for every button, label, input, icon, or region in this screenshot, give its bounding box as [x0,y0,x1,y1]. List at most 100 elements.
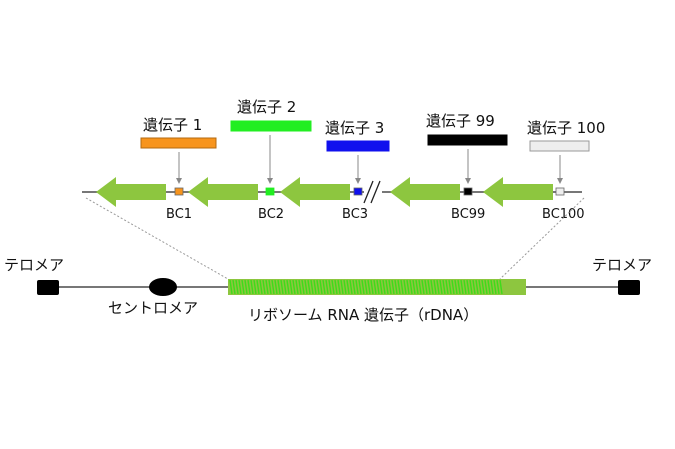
centromere-label: セントロメア [108,299,198,317]
rdna-stripe [256,279,260,295]
rdna-stripe [352,279,356,295]
rdna-stripe [391,279,395,295]
pointer-arrowhead [557,178,563,184]
rdna-stripe [307,279,311,295]
rdna-stripe [430,279,434,295]
rdna-stripe [394,279,398,295]
rdna-stripe [265,279,269,295]
rdna-stripe [355,279,359,295]
rdna-stripe [400,279,404,295]
rdna-stripe [235,279,239,295]
rdna-stripe [334,279,338,295]
barcode-label: BC99 [451,207,485,222]
rdna-stripe [286,279,290,295]
rdna-stripe [340,279,344,295]
rdna-stripe [316,279,320,295]
rdna-block [228,279,526,295]
rdna-stripe [298,279,302,295]
rdna-stripe [379,279,383,295]
rdna-stripe [475,279,479,295]
rdna-stripe [484,279,488,295]
rdna-repeat-arrow [280,177,350,207]
rdna-stripe [370,279,374,295]
telomere-right-label: テロメア [592,256,652,274]
rdna-repeat-arrow [483,177,553,207]
rdna-stripe [268,279,272,295]
rdna-stripe [346,279,350,295]
rdna-stripe [478,279,482,295]
barcode-marker [463,187,473,196]
rdna-stripe [292,279,296,295]
pointer-arrowhead [355,178,361,184]
barcode-marker [353,187,363,196]
zoom-guide-right [499,197,585,280]
rdna-stripe [244,279,248,295]
rdna-repeat-arrow [96,177,166,207]
rdna-stripe [439,279,443,295]
rdna-stripe [373,279,377,295]
rdna-stripe [358,279,362,295]
rdna-stripe [442,279,446,295]
rdna-stripe [319,279,323,295]
rdna-repeat-arrow [390,177,460,207]
rdna-stripe [262,279,266,295]
rdna-stripe [238,279,242,295]
rdna-stripe [253,279,257,295]
rdna-stripe [313,279,317,295]
rdna-stripe [283,279,287,295]
barcode-label: BC3 [342,207,368,222]
zoom-guide-left [85,197,229,280]
rdna-stripe [472,279,476,295]
gene-label: 遺伝子 3 [325,119,384,137]
rdna-stripe [277,279,281,295]
rdna-stripe [466,279,470,295]
rdna-repeat-arrow [188,177,258,207]
rdna-stripe [427,279,431,295]
barcode-marker [265,187,275,196]
rdna-stripe [448,279,452,295]
gene-label: 遺伝子 100 [527,119,605,137]
rdna-stripe [376,279,380,295]
rdna-stripe [247,279,251,295]
rdna-stripe [403,279,407,295]
rdna-stripe [364,279,368,295]
rdna-stripe [469,279,473,295]
rdna-stripe [460,279,464,295]
barcode-label: BC1 [166,207,192,222]
gene-label: 遺伝子 1 [143,116,202,134]
gene-color-box [326,140,390,152]
rdna-stripe [451,279,455,295]
rdna-stripe [328,279,332,295]
telomere-left [37,280,59,295]
barcode-label: BC2 [258,207,284,222]
rdna-stripe [487,279,491,295]
rdna-stripe [397,279,401,295]
rdna-stripe [322,279,326,295]
rdna-stripe [274,279,278,295]
rdna-stripe [457,279,461,295]
rdna-stripe [490,279,494,295]
rdna-stripe [496,279,500,295]
gene-color-box [529,140,590,152]
rdna-stripe [259,279,263,295]
rdna-stripe [367,279,371,295]
rdna-repeat-arrows [96,177,553,207]
gene-color-box [140,137,217,149]
rdna-stripe [280,279,284,295]
centromere [149,278,177,296]
rdna-stripe [454,279,458,295]
rdna-stripe [445,279,449,295]
rdna-stripe [310,279,314,295]
rdna-stripe [241,279,245,295]
rdna-stripe [409,279,413,295]
barcode-marker [555,187,565,196]
rdna-stripe [295,279,299,295]
telomere-left-label: テロメア [4,256,64,274]
rdna-stripe [382,279,386,295]
pointer-arrowhead [176,178,182,184]
rdna-stripe [304,279,308,295]
rdna-stripe [301,279,305,295]
rdna-stripe [415,279,419,295]
